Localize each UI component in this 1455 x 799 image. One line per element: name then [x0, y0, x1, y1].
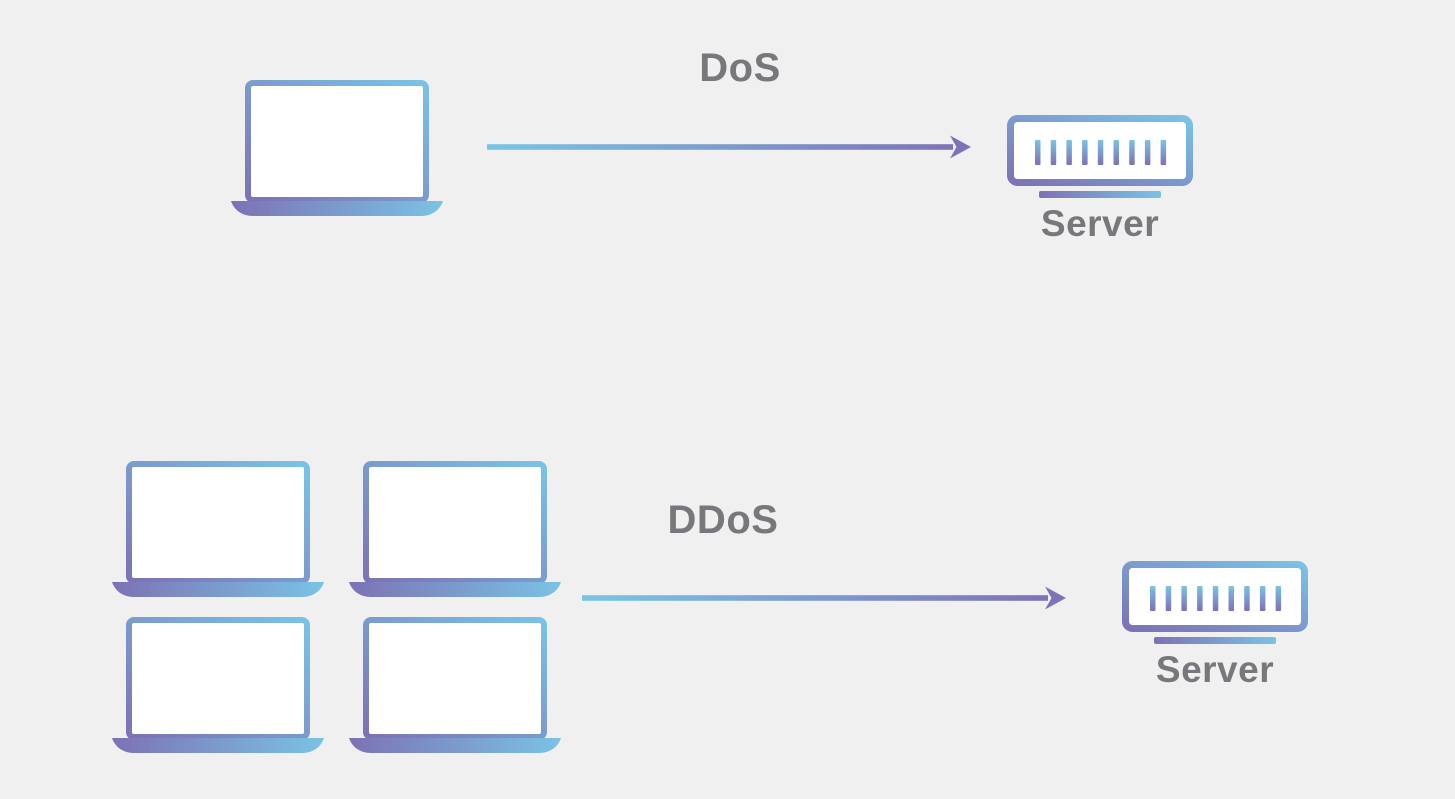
arrow-right-icon: [582, 581, 1066, 615]
laptop-icon: [231, 80, 443, 216]
arrow-right-icon: [487, 130, 971, 164]
dos-attack-label: DoS: [699, 46, 781, 90]
laptop-icon: [112, 461, 324, 597]
ddos-target-server: Server: [1122, 561, 1308, 691]
laptop-icon: [349, 461, 561, 597]
server-label: Server: [1155, 649, 1275, 690]
laptop-icon: [349, 617, 561, 753]
ddos-attack-label: DDoS: [667, 498, 779, 542]
server-label: Server: [1040, 203, 1160, 244]
server-icon: [1122, 561, 1308, 645]
dos-target-server: Server: [1007, 115, 1193, 245]
laptop-icon: [112, 617, 324, 753]
server-icon: [1007, 115, 1193, 199]
